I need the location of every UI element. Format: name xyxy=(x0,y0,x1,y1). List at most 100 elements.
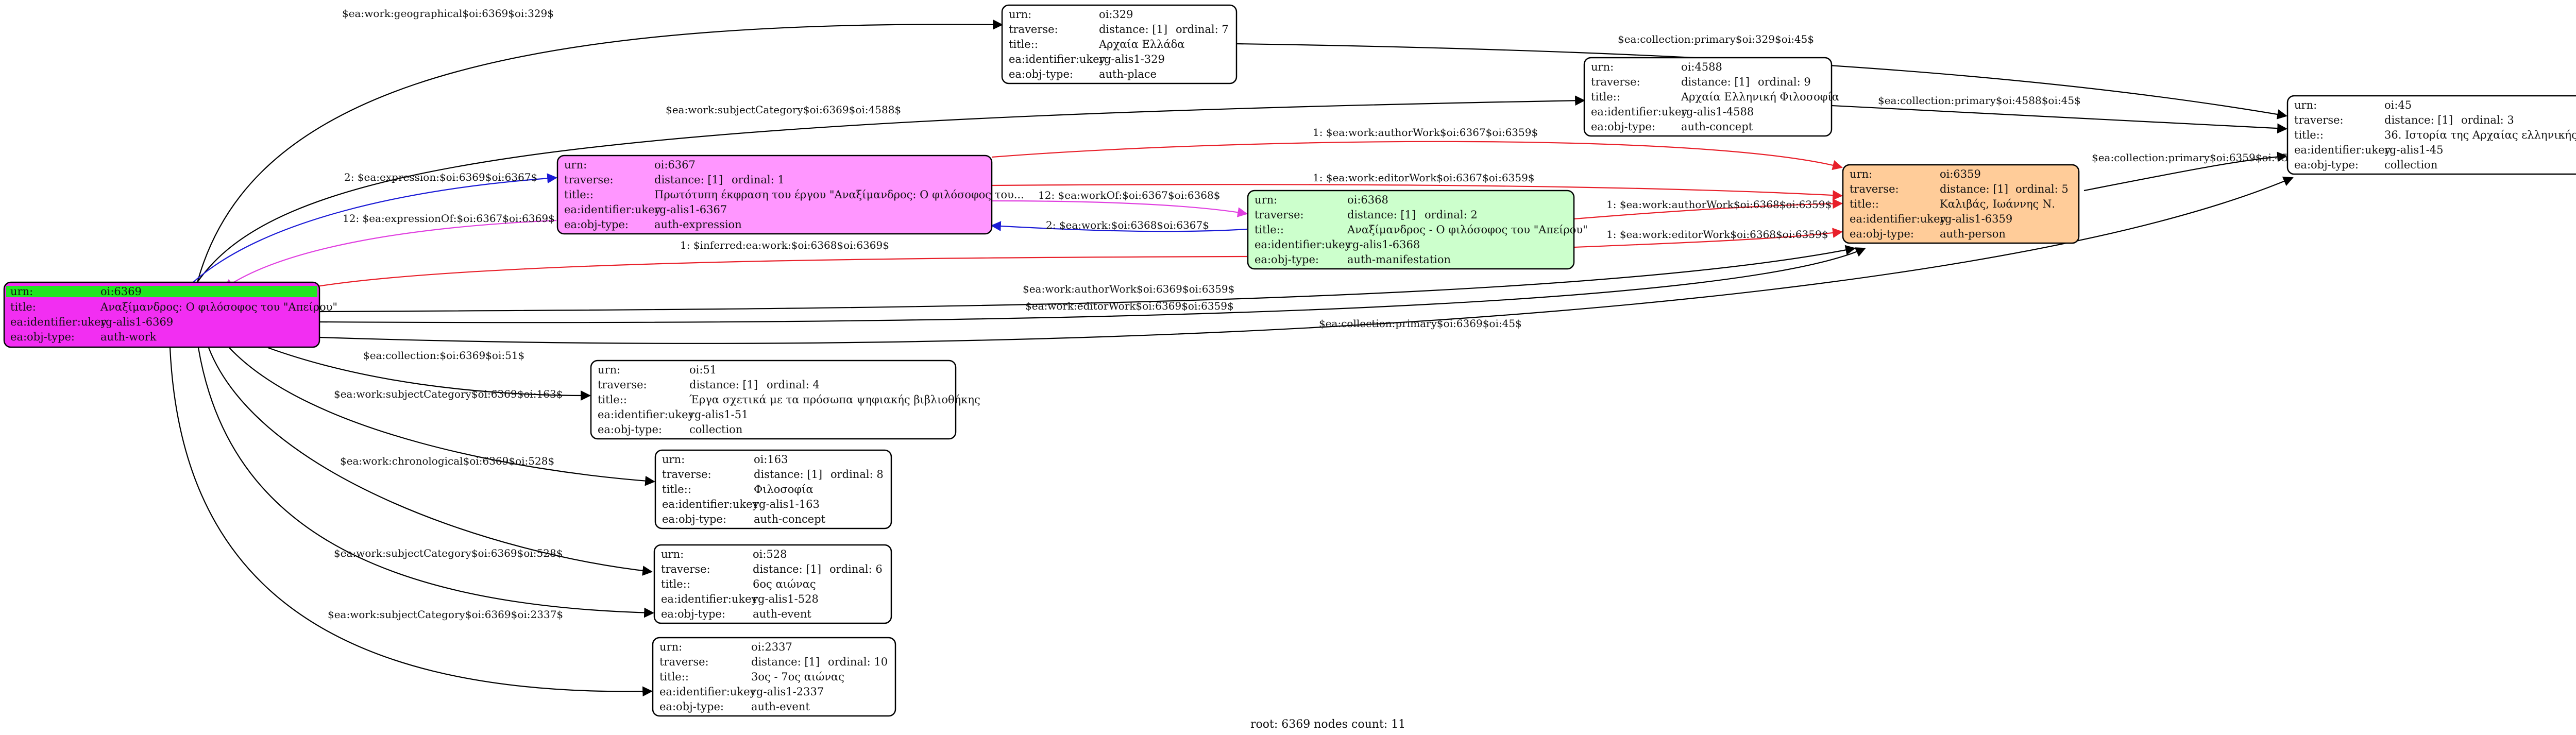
edge-geo[interactable] xyxy=(195,19,1003,289)
svg-text:rg-alis1-163: rg-alis1-163 xyxy=(754,498,820,510)
svg-text:auth-place: auth-place xyxy=(1099,68,1157,80)
svg-text:ea:identifier:ukey: ea:identifier:ukey xyxy=(10,316,107,328)
edge-col6359[interactable] xyxy=(2083,151,2287,192)
svg-text:urn:: urn: xyxy=(1850,168,1872,180)
svg-text:oi:163: oi:163 xyxy=(754,453,788,466)
edge-colRoot[interactable] xyxy=(319,176,2294,344)
svg-text:ea:identifier:ukey: ea:identifier:ukey xyxy=(2294,144,2391,156)
edge-label-col329: $ea:collection:primary$oi:329$oi:45$ xyxy=(1618,33,1814,45)
svg-text:rg-alis1-6368: rg-alis1-6368 xyxy=(1347,238,1420,251)
node-oi-329[interactable]: urn: oi:329 traverse: distance: [1] ordi… xyxy=(1001,4,1238,84)
svg-text:ordinal: 8: ordinal: 8 xyxy=(831,468,884,481)
svg-text:ea:identifier:ukey: ea:identifier:ukey xyxy=(661,593,758,605)
svg-text:collection: collection xyxy=(2384,159,2437,171)
svg-text:distance: [1]: distance: [1] xyxy=(1347,209,1416,221)
node-oi-45[interactable]: urn: oi:45 traverse: distance: [1] ordin… xyxy=(2286,95,2576,175)
edge-subj528[interactable] xyxy=(197,347,654,618)
svg-text:ea:obj-type:: ea:obj-type: xyxy=(598,423,662,436)
node-oi-163[interactable]: urn: oi:163 traverse: distance: [1] ordi… xyxy=(654,449,892,529)
edge-label-workOf: 12: $ea:workOf:$oi:6367$oi:6368$ xyxy=(1038,189,1220,201)
svg-text:traverse:: traverse: xyxy=(659,656,709,668)
svg-text:Έργα σχετικά με τα πρόσωπα ψηφ: Έργα σχετικά με τα πρόσωπα ψηφιακής βιβλ… xyxy=(689,394,980,406)
svg-text:distance: [1]: distance: [1] xyxy=(654,174,723,186)
edge-col4588[interactable] xyxy=(1831,105,2287,134)
svg-text:oi:51: oi:51 xyxy=(689,364,717,376)
svg-text:ea:obj-type:: ea:obj-type: xyxy=(662,513,726,525)
svg-text:ordinal: 2: ordinal: 2 xyxy=(1425,209,1478,221)
node-oi-4588[interactable]: urn: oi:4588 traverse: distance: [1] ord… xyxy=(1583,57,1839,137)
svg-text:ordinal: 4: ordinal: 4 xyxy=(767,379,820,391)
edge-expr[interactable] xyxy=(186,173,557,289)
svg-text:distance: [1]: distance: [1] xyxy=(753,563,821,575)
edge-col329[interactable] xyxy=(1236,43,2287,119)
svg-text:distance: [1]: distance: [1] xyxy=(754,468,822,481)
svg-text:distance: [1]: distance: [1] xyxy=(689,379,758,391)
edge-authRoot[interactable] xyxy=(319,245,1856,313)
svg-text:auth-event: auth-event xyxy=(753,608,811,620)
edge-auth6367[interactable] xyxy=(991,141,1843,170)
edge-workOf[interactable] xyxy=(991,200,1248,217)
edge-label-col6359: $ea:collection:primary$oi:6359$oi:45$ xyxy=(2092,151,2295,164)
svg-text:Πρωτότυπη έκφραση του έργου "Α: Πρωτότυπη έκφραση του έργου "Αναξίμανδρο… xyxy=(654,189,1024,201)
svg-text:Φιλοσοφία: Φιλοσοφία xyxy=(754,483,814,495)
edge-label-colRoot: $ea:collection:primary$oi:6369$oi:45$ xyxy=(1319,317,1522,330)
edge-col51[interactable] xyxy=(267,347,591,401)
edge-auth6368[interactable] xyxy=(1573,198,1843,220)
node-oi-6368[interactable]: urn: oi:6368 traverse: distance: [1] ord… xyxy=(1247,190,1588,270)
edge-label-chrono: $ea:work:chronological$oi:6369$oi:528$ xyxy=(340,455,554,467)
node-oi-51[interactable]: urn: oi:51 traverse: distance: [1] ordin… xyxy=(590,360,980,440)
svg-text:ea:obj-type:: ea:obj-type: xyxy=(10,331,75,343)
edge-edit6368[interactable] xyxy=(1573,228,1843,248)
svg-text:urn:: urn: xyxy=(659,641,682,653)
edge-edit6367[interactable] xyxy=(991,184,1843,200)
svg-text:rg-alis1-6359: rg-alis1-6359 xyxy=(1940,213,2012,225)
node-oi-6369-root[interactable]: urn: oi:6369 title: Αναξίμανδρος: Ο φιλό… xyxy=(3,281,337,348)
edge-label-editRoot: $ea:work:editorWork$oi:6369$oi:6359$ xyxy=(1025,300,1234,312)
edge-subj4588[interactable] xyxy=(193,95,1585,289)
svg-text:oi:329: oi:329 xyxy=(1099,8,1133,21)
svg-text:oi:4588: oi:4588 xyxy=(1681,61,1722,73)
node-oi-2337[interactable]: urn: oi:2337 traverse: distance: [1] ord… xyxy=(652,637,896,717)
svg-text:rg-alis1-528: rg-alis1-528 xyxy=(753,593,819,605)
svg-text:oi:6369: oi:6369 xyxy=(100,285,142,298)
svg-text:collection: collection xyxy=(689,423,742,436)
node-oi-6359[interactable]: urn: oi:6359 traverse: distance: [1] ord… xyxy=(1842,164,2080,244)
svg-text:traverse:: traverse: xyxy=(2294,114,2344,126)
edge-editRoot[interactable] xyxy=(319,247,1866,323)
svg-text:title::: title:: xyxy=(662,483,691,495)
svg-text:auth-concept: auth-concept xyxy=(754,513,826,525)
svg-text:ea:identifier:ukey: ea:identifier:ukey xyxy=(659,686,756,698)
svg-text:ordinal: 9: ordinal: 9 xyxy=(1758,76,1811,88)
svg-text:urn:: urn: xyxy=(1255,194,1277,206)
edge-label-work6368: 2: $ea:work:$oi:6368$oi:6367$ xyxy=(1046,219,1209,231)
svg-text:title::: title:: xyxy=(1850,198,1879,210)
edge-label-inferred: 1: $inferred:ea:work:$oi:6368$oi:6369$ xyxy=(680,239,889,251)
edge-inferred[interactable] xyxy=(304,255,1247,292)
node-oi-528[interactable]: urn: oi:528 traverse: distance: [1] ordi… xyxy=(653,544,892,624)
svg-text:oi:528: oi:528 xyxy=(753,548,787,560)
svg-text:ea:obj-type:: ea:obj-type: xyxy=(1591,121,1655,133)
svg-text:traverse:: traverse: xyxy=(1255,209,1304,221)
svg-text:title::: title:: xyxy=(598,394,627,406)
nodes: urn: oi:6369 title: Αναξίμανδρος: Ο φιλό… xyxy=(3,4,2576,717)
edge-chrono[interactable] xyxy=(208,347,653,576)
svg-text:6ος αιώνας: 6ος αιώνας xyxy=(753,578,816,590)
graph-footer: root: 6369 nodes count: 11 xyxy=(1250,718,1405,731)
edge-label-authRoot: $ea:work:authorWork$oi:6369$oi:6359$ xyxy=(1023,283,1234,295)
svg-text:Καλιβάς, Ιωάννης Ν.: Καλιβάς, Ιωάννης Ν. xyxy=(1940,198,2055,210)
svg-text:traverse:: traverse: xyxy=(598,379,647,391)
edge-work6368[interactable] xyxy=(991,221,1247,232)
edge-subj163[interactable] xyxy=(229,347,655,486)
svg-text:ea:identifier:ukey: ea:identifier:ukey xyxy=(662,498,759,510)
svg-text:ea:identifier:ukey: ea:identifier:ukey xyxy=(1255,238,1351,251)
edge-subj2337[interactable] xyxy=(169,347,653,697)
svg-text:title::: title:: xyxy=(564,189,594,201)
svg-text:auth-event: auth-event xyxy=(751,700,810,713)
svg-text:ea:obj-type:: ea:obj-type: xyxy=(2294,159,2359,171)
node-oi-6367[interactable]: urn: oi:6367 traverse: distance: [1] ord… xyxy=(556,155,1024,235)
edge-exprOf[interactable] xyxy=(223,219,557,289)
edge-label-subj4588: $ea:work:subjectCategory$oi:6369$oi:4588… xyxy=(666,104,901,116)
svg-text:ea:obj-type:: ea:obj-type: xyxy=(659,700,724,713)
svg-text:auth-manifestation: auth-manifestation xyxy=(1347,253,1451,266)
